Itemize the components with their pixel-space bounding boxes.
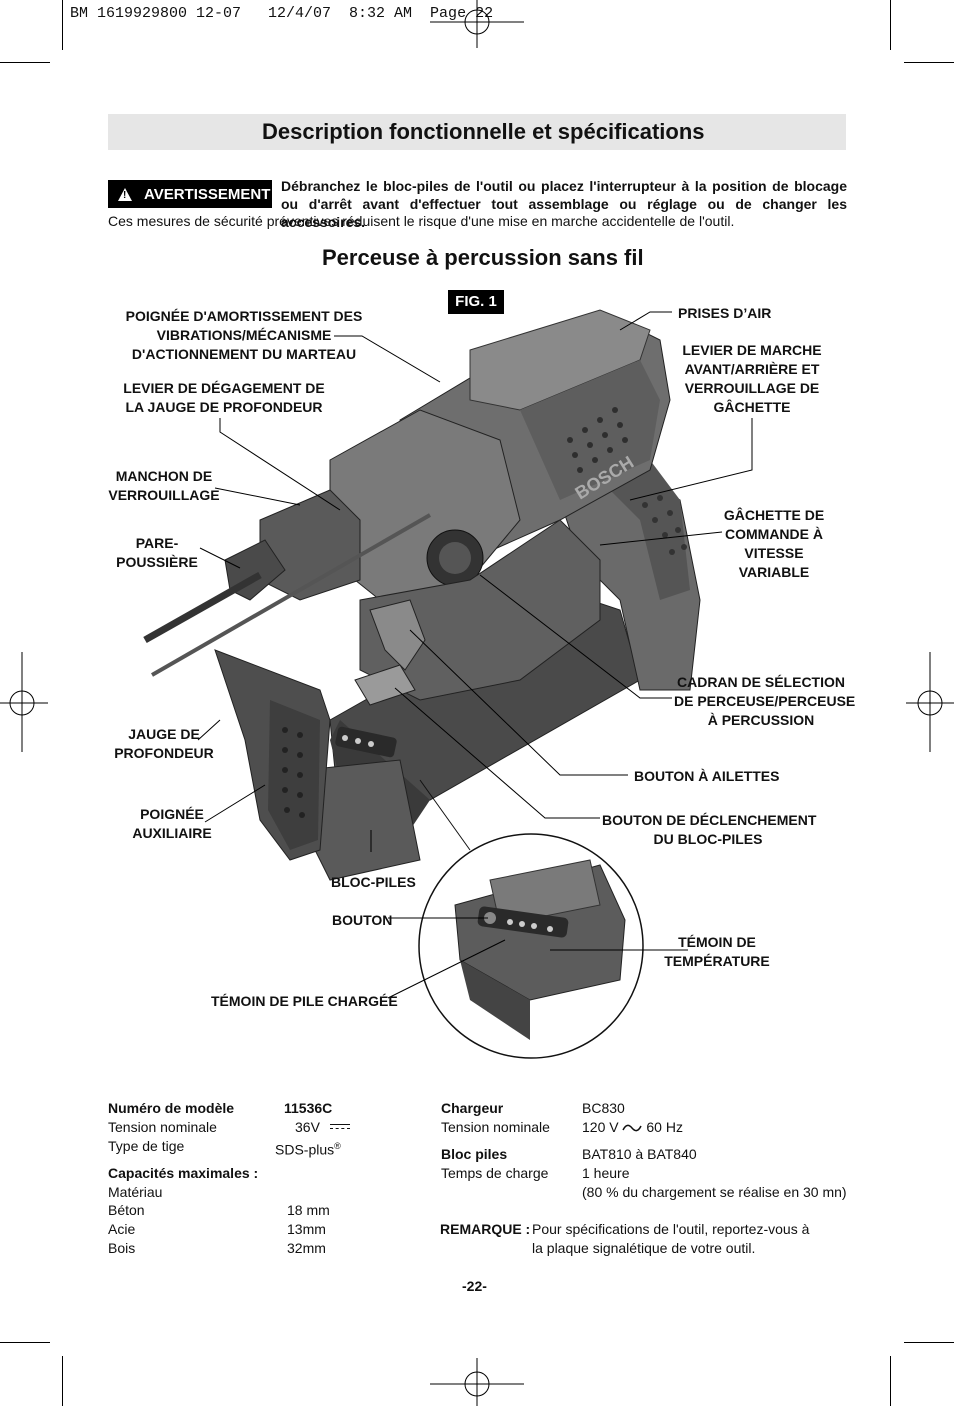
callout-temoin-pile: TÉMOIN DE PILE CHARGÉE [211,993,398,1009]
spec-row-value: 13mm [287,1221,326,1237]
registration-mark-left [0,652,48,752]
spec-material-label: Matériau [108,1184,163,1200]
spec-row-label: Acie [108,1221,136,1237]
spec-pack-value: BAT810 à BAT840 [582,1146,697,1162]
spec-row-label: Béton [108,1202,145,1218]
hammer-drill-illustration: BOSCH [143,309,701,1059]
page-number: -22- [462,1278,487,1294]
spec-charger-label: Chargeur [441,1100,504,1116]
spec-shank-value: SDS-plus® [275,1141,341,1158]
crop-mark [904,1342,954,1343]
spec-voltage-label: Tension nominale [108,1119,217,1135]
callout-bouton-declenchement: BOUTON DE DÉCLENCHEMENT DU BLOC-PILES [602,812,817,847]
print-header: BM 1619929800 12-07 12/4/07 8:32 AM Page… [70,5,494,22]
spec-charge-note: (80 % du chargement se réalise en 30 mn) [582,1184,847,1200]
spec-charger-voltage-value: 120 V 60 Hz [582,1119,683,1135]
callout-prises-air: PRISES D’AIR [678,305,772,321]
spec-charge-label: Temps de charge [441,1165,549,1181]
warning-badge: ! AVERTISSEMENT [108,180,272,208]
warning-triangle-icon: ! [118,187,132,201]
spec-charger-voltage-label: Tension nominale [441,1119,550,1135]
page-title: Description fonctionnelle et spécificati… [262,119,705,144]
callout-poignee-auxiliaire: POIGNÉE AUXILIAIRE [132,806,212,841]
callout-cadran: CADRAN DE SÉLECTION DE PERCEUSE/PERCEUSE… [674,674,856,728]
dc-symbol-icon [329,1123,350,1133]
warning-subtext: Ces mesures de sécurité préventives rédu… [108,213,735,229]
callout-manchon: MANCHON DE VERROUILLAGE [108,468,220,503]
spec-row-value: 18 mm [287,1202,330,1218]
spec-row-value: 32mm [287,1240,326,1256]
registration-mark-top [430,0,524,48]
crop-mark [890,1356,891,1406]
crop-mark [904,62,954,63]
registration-mark-bottom [430,1358,524,1406]
crop-mark [0,1342,50,1343]
callout-bouton: BOUTON [332,912,393,928]
spec-note-line2: la plaque signalétique de votre outil. [532,1240,756,1256]
callout-levier-marche: LEVIER DE MARCHE AVANT/ARRIÈRE ET VERROU… [682,342,822,415]
callout-jauge-profondeur: JAUGE DE PROFONDEUR [114,726,214,761]
callout-leader-lines [197,311,753,999]
callout-levier-jauge: LEVIER DE DÉGAGEMENT DE LA JAUGE DE PROF… [123,380,325,415]
callout-gachette: GÂCHETTE DE COMMANDE À VITESSE VARIABLE [723,507,825,580]
warning-text: Débranchez le bloc-piles de l'outil ou p… [281,178,847,230]
callout-bouton-ailettes: BOUTON À AILETTES [634,768,780,784]
spec-shank-label: Type de tige [108,1138,185,1154]
callout-pare-poussiere: PARE- POUSSIÈRE [116,535,198,570]
figure-label: FIG. 1 [448,290,504,314]
title-bar [108,114,846,150]
callout-bloc-piles: BLOC-PILES [331,874,416,890]
crop-mark [0,62,50,63]
ac-symbol-icon [622,1125,643,1132]
warning-badge-label: AVERTISSEMENT [144,185,271,203]
crop-mark [62,0,63,50]
callout-poignee-amortissement: POIGNÉE D'AMORTISSEMENT DES VIBRATIONS/M… [125,308,363,362]
spec-capacities-label: Capacités maximales : [108,1165,259,1181]
spec-charge-value: 1 heure [582,1165,630,1181]
spec-note-line1: Pour spécifications de l'outil, reportez… [532,1221,810,1237]
spec-note-label: REMARQUE : [440,1221,531,1237]
spec-model-value: 11536C [284,1100,333,1116]
spec-pack-label: Bloc piles [441,1146,508,1162]
spec-voltage-value: 36V [295,1118,350,1137]
spec-row-label: Bois [108,1240,136,1256]
callout-temoin-temperature: TÉMOIN DE TEMPÉRATURE [664,934,770,969]
registration-mark-right [906,652,954,752]
spec-model-label: Numéro de modèle [108,1100,235,1116]
crop-mark [62,1356,63,1406]
section-subtitle: Perceuse à percussion sans fil [322,245,644,270]
crop-mark [890,0,891,50]
spec-charger-value: BC830 [582,1100,625,1116]
